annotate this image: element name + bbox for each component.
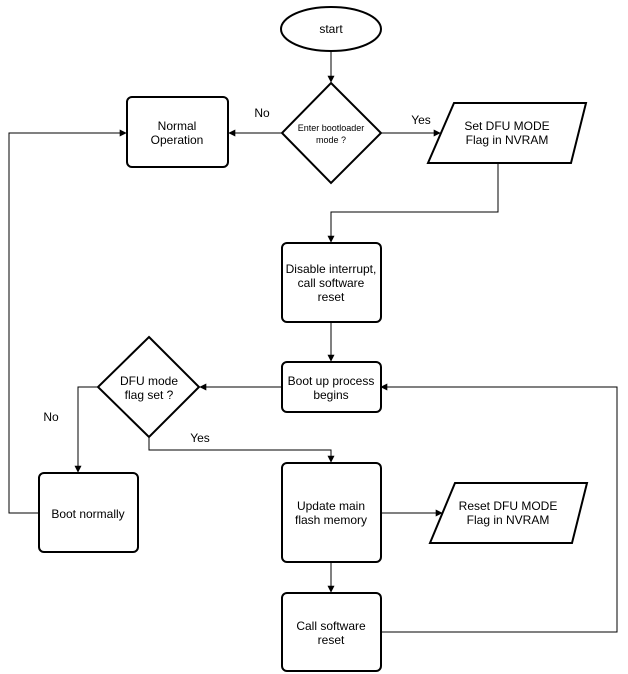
edge-label-yes-bottom: Yes <box>190 431 210 445</box>
node-call-software-reset-line-2: reset <box>318 633 345 647</box>
edge-label-yes-top: Yes <box>411 113 431 127</box>
node-normal-operation-line-1: Normal <box>158 119 197 133</box>
node-boot-up-process-line-1: Boot up process <box>288 374 375 388</box>
node-disable-interrupt-line-1: Disable interrupt, <box>286 262 377 276</box>
node-reset-dfu-flag-line-1: Reset DFU MODE <box>459 499 558 513</box>
node-normal-operation: Normal Operation <box>126 96 229 168</box>
node-normal-operation-line-2: Operation <box>151 133 204 147</box>
node-call-software-reset-line-1: Call software <box>296 619 366 633</box>
node-start-label: start <box>319 22 343 36</box>
edge-setdfu-to-disable <box>327 163 499 243</box>
node-update-flash-line-1: Update main <box>297 499 365 513</box>
edge-dfudecision-to-update <box>148 437 335 463</box>
edge-callreset-to-bootup <box>380 383 618 633</box>
node-boot-normally: Boot normally <box>38 472 139 553</box>
node-set-dfu-flag: Set DFU MODE Flag in NVRAM <box>426 102 588 164</box>
node-reset-dfu-flag: Reset DFU MODE Flag in NVRAM <box>428 482 589 544</box>
node-decision-dfu-line-1: DFU mode <box>120 374 178 388</box>
node-boot-up-process: Boot up process begins <box>281 361 382 413</box>
node-boot-up-process-line-2: begins <box>313 388 348 402</box>
edges <box>8 51 618 633</box>
node-decision-bootloader-line-2: mode ? <box>316 135 346 145</box>
node-start: start <box>280 6 382 52</box>
node-disable-interrupt: Disable interrupt, call software reset <box>281 242 382 323</box>
node-decision-bootloader-line-1: Enter bootloader <box>298 123 365 133</box>
node-update-flash-line-2: flash memory <box>295 513 367 527</box>
edge-bootnormally-to-normal <box>8 129 127 514</box>
edge-dfudecision-to-bootnormally <box>74 386 98 473</box>
node-decision-dfu-line-2: flag set ? <box>125 388 174 402</box>
node-call-software-reset: Call software reset <box>281 592 382 672</box>
node-update-flash: Update main flash memory <box>281 462 382 563</box>
node-decision-dfu: DFU mode flag set ? <box>96 335 201 439</box>
edge-label-no-top: No <box>254 106 270 120</box>
node-decision-bootloader: Enter bootloader mode ? <box>280 81 383 185</box>
node-reset-dfu-flag-line-2: Flag in NVRAM <box>467 513 550 527</box>
edge-label-no-left: No <box>43 410 59 424</box>
node-set-dfu-flag-line-1: Set DFU MODE <box>464 119 549 133</box>
node-disable-interrupt-line-2: call software <box>298 276 365 290</box>
node-set-dfu-flag-line-2: Flag in NVRAM <box>466 133 549 147</box>
node-boot-normally-label: Boot normally <box>51 507 124 521</box>
node-disable-interrupt-line-3: reset <box>318 290 345 304</box>
